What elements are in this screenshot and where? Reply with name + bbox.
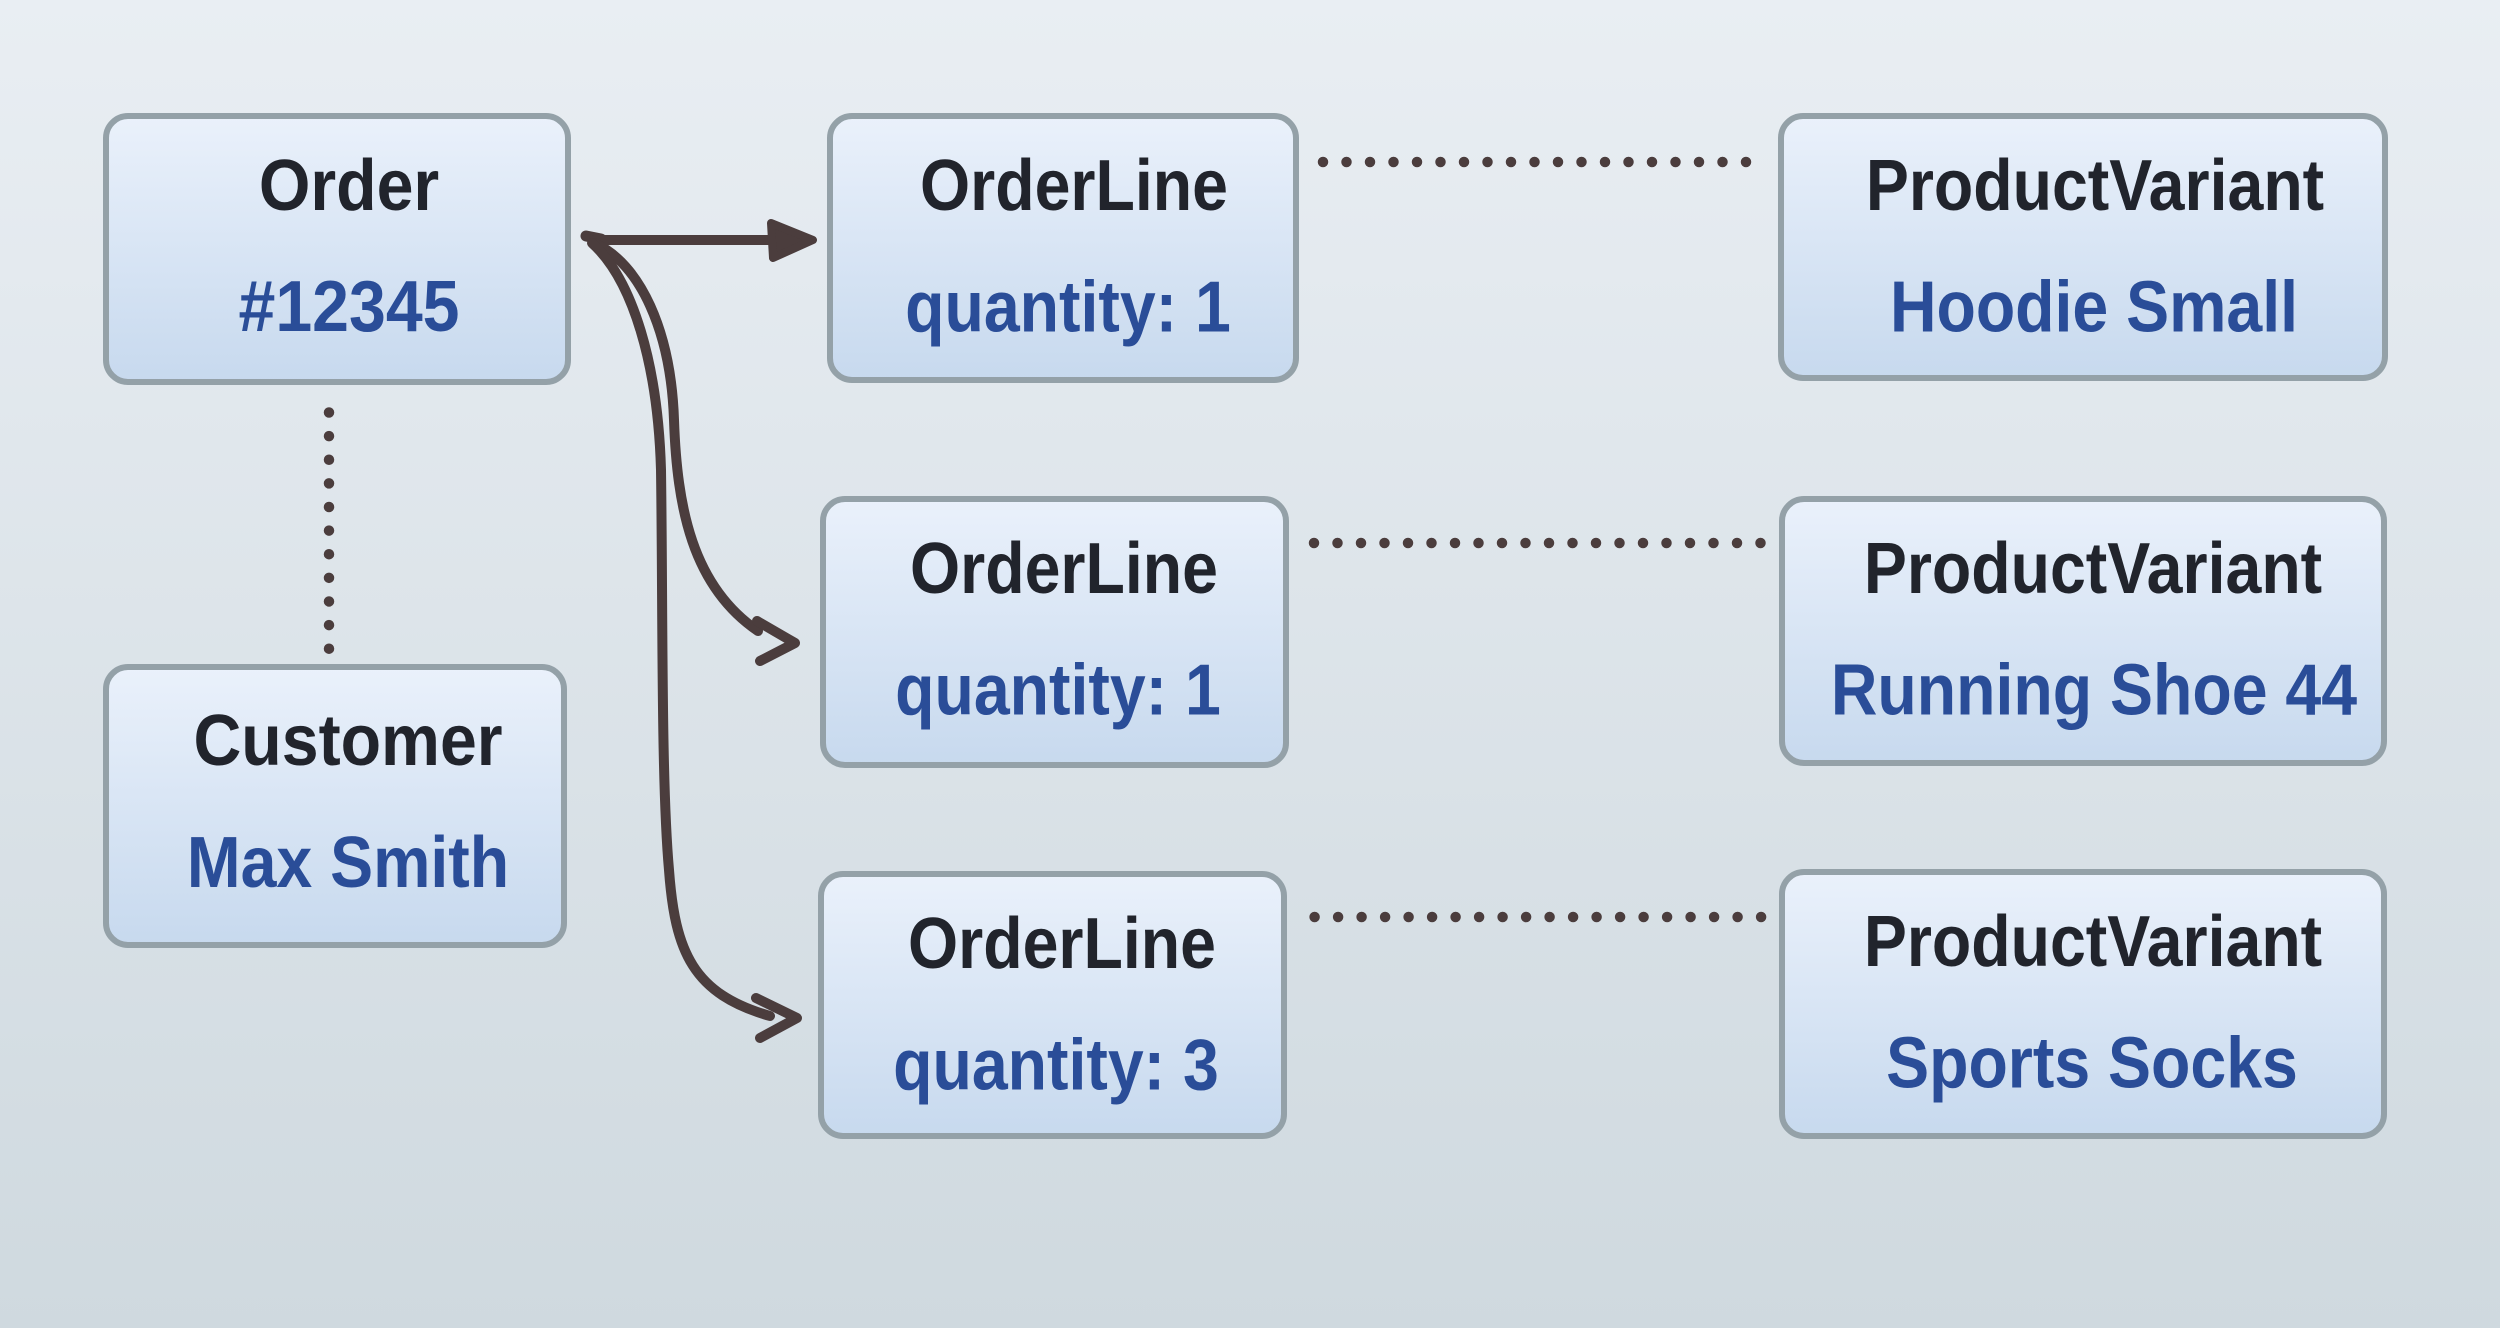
- svg-text:ProductVariant: ProductVariant: [1864, 902, 2322, 982]
- svg-text:Hoodie Small: Hoodie Small: [1890, 267, 2298, 347]
- svg-text:ProductVariant: ProductVariant: [1864, 529, 2322, 609]
- svg-text:OrderLine: OrderLine: [920, 146, 1228, 226]
- svg-text:OrderLine: OrderLine: [910, 529, 1218, 609]
- svg-text:#12345: #12345: [239, 265, 460, 346]
- svg-text:OrderLine: OrderLine: [908, 904, 1216, 984]
- svg-text:Running Shoe 44: Running Shoe 44: [1831, 650, 2357, 730]
- svg-text:quantity: 1: quantity: 1: [905, 267, 1231, 347]
- svg-text:Sports Socks: Sports Socks: [1886, 1023, 2298, 1103]
- svg-text:Customer: Customer: [193, 699, 502, 780]
- svg-text:quantity: 3: quantity: 3: [893, 1025, 1219, 1105]
- svg-text:Order: Order: [259, 144, 439, 225]
- svg-text:ProductVariant: ProductVariant: [1866, 146, 2324, 226]
- svg-text:quantity: 1: quantity: 1: [895, 650, 1221, 730]
- svg-text:Max Smith: Max Smith: [187, 823, 509, 903]
